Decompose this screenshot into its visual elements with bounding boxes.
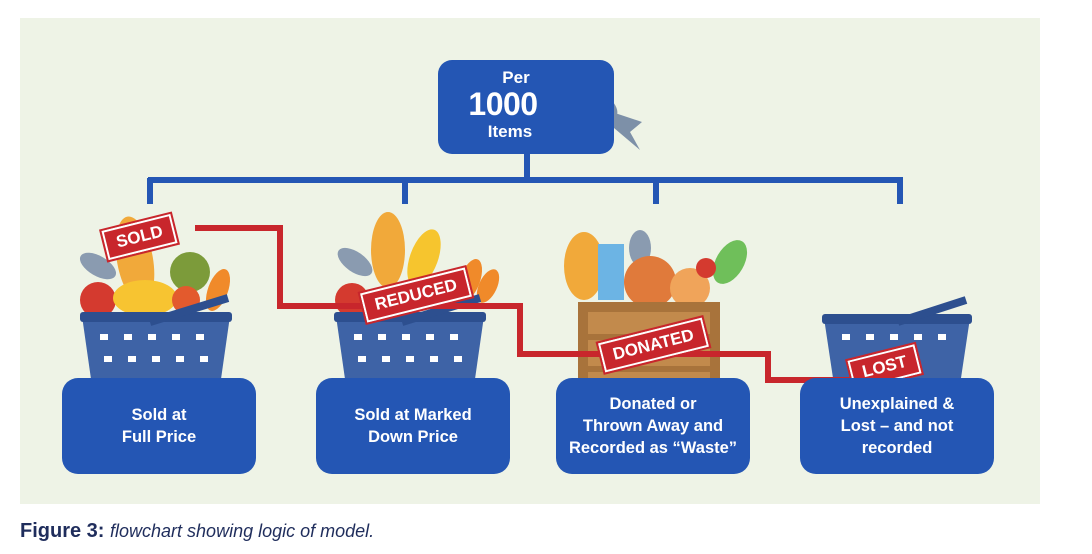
red-flow-line [195,225,850,383]
root-node: Per 1000 Items [438,60,614,154]
caption-label: Figure 3: [20,520,105,542]
root-post-label: Items [487,122,533,141]
outcome-marked-down: Sold at Marked Down Price [316,378,510,474]
produce-basket-2 [335,212,500,317]
caption-text: flowchart showing logic of model. [110,521,375,541]
produce-crate [564,230,748,332]
figure-caption: Figure 3: flowchart showing logic of mod… [20,520,374,543]
outcome-label: Unexplained & Lost – and not recorded [839,395,955,457]
root-number: 1000 [468,86,538,122]
root-pre-label: Per [502,68,530,87]
tree-connectors [147,150,903,204]
basket-holes [100,334,946,362]
outcome-waste: Donated or Thrown Away and Recorded as “… [556,378,750,474]
outcome-lost: Unexplained & Lost – and not recorded [800,378,994,474]
outcome-label: Sold at Full Price [121,406,197,446]
outcome-label: Donated or Thrown Away and Recorded as “… [568,395,738,457]
outcome-full-price: Sold at Full Price [62,378,256,474]
outcome-label: Sold at Marked Down Price [354,406,472,446]
